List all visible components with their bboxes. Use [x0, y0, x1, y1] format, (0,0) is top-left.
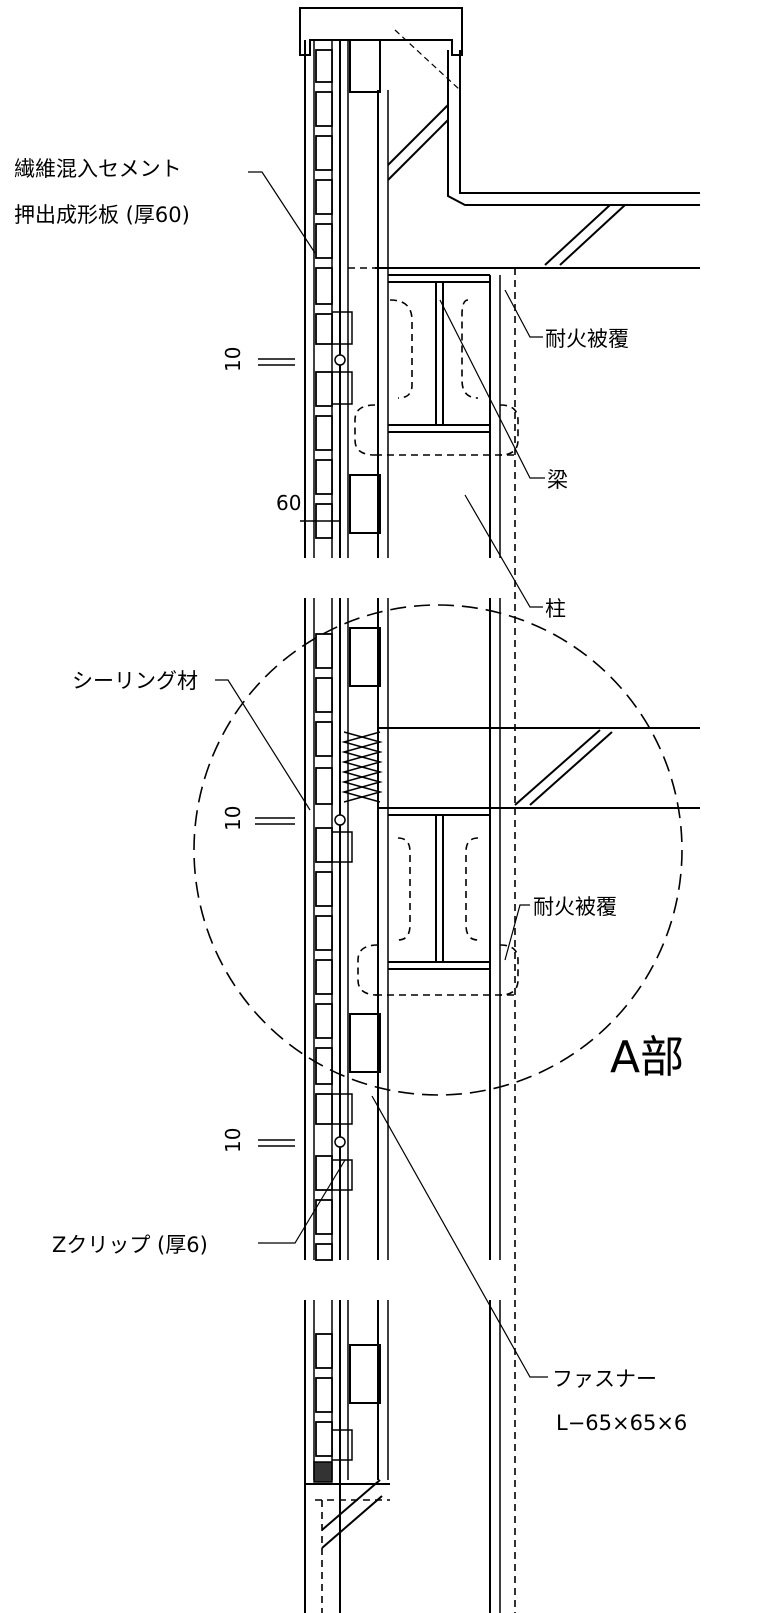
leader-lines: [215, 171, 548, 1378]
floor-slab-middle: [378, 727, 700, 809]
beam-label: 梁: [547, 468, 568, 492]
fastener-label-line1: ファスナー: [552, 1367, 657, 1391]
panel-section-middle: [304, 598, 341, 1261]
panel-section-bottom: [304, 1300, 390, 1613]
panel-label-line1: 繊維混入セメント: [14, 157, 182, 181]
panel-section-top: [304, 40, 341, 558]
column-label: 柱: [545, 597, 566, 621]
fastener-label-line2: L−65×65×6: [556, 1411, 687, 1435]
fastener-blocks: [349, 39, 381, 1404]
joint-dim-mid: 10: [221, 806, 245, 831]
joint-dim-bottom: 10: [221, 1128, 245, 1153]
steel-beam-upper: [388, 274, 501, 558]
dimension-marks: [255, 358, 340, 1147]
joint-dim-top: 10: [221, 347, 245, 372]
labels: 繊維混入セメント 押出成形板 (厚60) 耐火被覆 梁 柱 シーリング材 耐火被…: [14, 157, 687, 1435]
inner-frame-lines: [347, 40, 389, 1480]
steel-beam-lower: [388, 598, 501, 1613]
zclip-label: Zクリップ (厚6): [52, 1233, 208, 1257]
detail-a-label: A部: [610, 1032, 684, 1083]
panel-thickness-dim: 60: [276, 491, 301, 515]
parapet-cap: [299, 7, 463, 91]
detail-a-circle: [193, 604, 683, 1096]
panel-label-line2: 押出成形板 (厚60): [14, 203, 190, 227]
sealing-material: [341, 731, 383, 803]
fireproof-label-top: 耐火被覆: [545, 327, 629, 351]
fireproof-label-bottom: 耐火被覆: [533, 895, 617, 919]
sealing-label: シーリング材: [72, 669, 198, 693]
roof-slab: [375, 50, 700, 269]
z-clips: [332, 311, 353, 1461]
fireproof-covering: [315, 267, 519, 1613]
